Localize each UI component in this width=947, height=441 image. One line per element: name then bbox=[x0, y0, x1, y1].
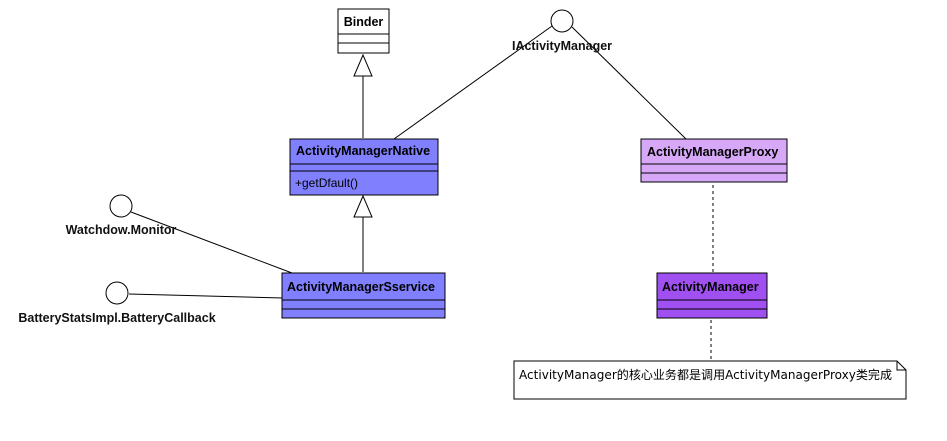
class-activity-manager-proxy[interactable]: ActivityManagerProxy bbox=[640, 138, 788, 183]
note-folded-corner-icon bbox=[896, 361, 906, 371]
interface-iam-label: IActivityManager bbox=[512, 39, 612, 53]
note[interactable]: ActivityManager的核心业务都是调用ActivityManagerP… bbox=[513, 360, 907, 400]
interface-battery-circle-icon bbox=[105, 281, 129, 305]
interface-watchdog-monitor[interactable]: Watchdow.Monitor bbox=[66, 194, 177, 237]
interface-watchdog-label: Watchdow.Monitor bbox=[66, 223, 177, 237]
class-native-op-getdfault: +getDfault() bbox=[295, 176, 358, 190]
class-proxy-name: ActivityManagerProxy bbox=[647, 145, 778, 159]
class-manager-name: ActivityManager bbox=[662, 280, 759, 294]
class-activity-manager[interactable]: ActivityManager bbox=[656, 272, 768, 319]
realization-service-watchdog bbox=[130, 211, 293, 274]
realization-service-battery bbox=[128, 293, 284, 299]
class-proxy-box bbox=[640, 138, 788, 183]
class-manager-box bbox=[656, 272, 768, 319]
class-native-name: ActivityManagerNative bbox=[296, 144, 430, 158]
interface-battery-label: BatteryStatsImpl.BatteryCallback bbox=[18, 311, 215, 325]
class-binder-name: Binder bbox=[344, 15, 384, 29]
interface-iam-circle-icon bbox=[550, 9, 574, 33]
class-service-name: ActivityManagerSservice bbox=[287, 280, 435, 294]
class-native-box bbox=[289, 138, 439, 196]
class-activity-manager-sservice[interactable]: ActivityManagerSservice bbox=[281, 272, 446, 319]
class-service-box bbox=[281, 272, 446, 319]
class-activity-manager-native[interactable]: ActivityManagerNative +getDfault() bbox=[289, 138, 439, 196]
generalization-native-binder-arrowhead bbox=[353, 53, 373, 77]
note-text: ActivityManager的核心业务都是调用ActivityManagerP… bbox=[519, 367, 892, 382]
realization-proxy-iam bbox=[571, 26, 687, 140]
class-binder-box bbox=[337, 8, 390, 54]
interface-battery-callback[interactable]: BatteryStatsImpl.BatteryCallback bbox=[18, 281, 216, 325]
interface-watchdog-circle-icon bbox=[109, 194, 133, 218]
class-binder[interactable]: Binder bbox=[337, 8, 390, 54]
connectors bbox=[128, 25, 714, 361]
interface-iactivitymanager[interactable]: IActivityManager bbox=[512, 9, 612, 53]
realization-native-iam bbox=[393, 25, 553, 140]
note-box bbox=[513, 360, 907, 400]
generalization-service-native-arrowhead bbox=[353, 194, 373, 218]
